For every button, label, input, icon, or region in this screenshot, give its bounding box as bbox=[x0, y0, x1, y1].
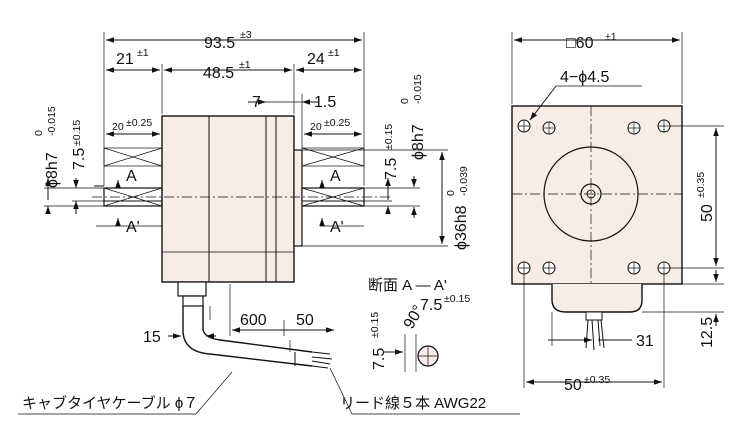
rear-shaft-label: 24 bbox=[307, 51, 325, 68]
section-flat: 7.5 bbox=[420, 297, 442, 314]
section-title: 断面 A ― A' bbox=[368, 277, 447, 294]
section-height: 7.5 bbox=[371, 348, 388, 370]
cable-position: 31 bbox=[636, 333, 654, 350]
square-size: □60 bbox=[566, 35, 594, 52]
body-length-tol: ±1 bbox=[239, 59, 251, 71]
shaft-diameter-right-tol-bottom: -0.015 bbox=[412, 74, 424, 104]
flat-length-right-label: 20 bbox=[310, 121, 322, 133]
side-view: 93.5 ±3 21 ±1 48.5 ±1 24 ±1 7 1.5 20 ±0.… bbox=[18, 29, 520, 415]
flat-depth-left: 7.5 bbox=[71, 148, 88, 170]
motor-body bbox=[161, 115, 303, 283]
boss bbox=[551, 284, 643, 313]
section-flat-tol: ±0.15 bbox=[444, 293, 470, 305]
overall-length-tol: ±3 bbox=[240, 29, 252, 41]
flat-depth-right: 7.5 bbox=[383, 158, 400, 180]
square-size-tol: ±1 bbox=[605, 31, 617, 43]
lead-note: リード線５本 AWG22 bbox=[340, 395, 486, 412]
front-shaft-tol: ±1 bbox=[137, 47, 149, 59]
boss-height: 12.5 bbox=[699, 317, 716, 348]
hole-pitch-horizontal: 50 bbox=[564, 377, 582, 394]
flat-depth-left-tol: ±0.15 bbox=[71, 120, 83, 146]
overall-length-label: 93.5 bbox=[204, 35, 235, 52]
gap-a-label: 7 bbox=[252, 94, 261, 111]
cable-offset: 15 bbox=[143, 329, 161, 346]
rear-shaft-tol: ±1 bbox=[328, 47, 340, 59]
front-view: □60 ±1 4−ϕ4.5 50 ±0.35 12.5 31 50 ±0.35 bbox=[511, 31, 724, 394]
section-height-tol: ±0.15 bbox=[369, 312, 381, 338]
flat-depth-right-tol: ±0.15 bbox=[383, 124, 395, 150]
top-dimension-lines bbox=[103, 32, 365, 186]
cable-note: キャブタイヤケーブル ϕ７ bbox=[22, 394, 198, 412]
section-a-left: A bbox=[126, 168, 137, 185]
hole-pitch-vertical: 50 bbox=[699, 204, 716, 222]
section-a-prime-right: A' bbox=[330, 219, 344, 236]
section-view: 断面 A ― A' 7.5 ±0.15 90° 7.5 ±0.15 bbox=[368, 277, 470, 372]
shaft-diameter-left-tol-top: 0 bbox=[33, 130, 45, 136]
pilot-diameter-tol-top: 0 bbox=[445, 190, 457, 196]
pilot-diameter-tol-bottom: -0.039 bbox=[458, 166, 470, 196]
shaft-diameter-left: ϕ8h7 bbox=[44, 152, 61, 188]
front-shaft-label: 21 bbox=[116, 51, 134, 68]
section-a-right: A bbox=[330, 168, 341, 185]
section-a-prime-left: A' bbox=[126, 219, 140, 236]
hole-pitch-vertical-tol: ±0.35 bbox=[695, 172, 707, 198]
flat-length-left-label: 20 bbox=[112, 121, 124, 133]
shaft-diameter-right: ϕ8h7 bbox=[410, 124, 427, 160]
hole-pitch-horizontal-tol: ±0.35 bbox=[584, 374, 610, 386]
flat-length-left-tol: ±0.25 bbox=[126, 117, 152, 129]
flat-length-right-tol: ±0.25 bbox=[324, 117, 350, 129]
mounting-holes bbox=[517, 119, 671, 275]
body-length-label: 48.5 bbox=[203, 65, 234, 82]
pilot-diameter: ϕ36h8 bbox=[453, 205, 470, 250]
gap-b-label: 1.5 bbox=[314, 94, 336, 111]
shaft-diameter-right-tol-top: 0 bbox=[399, 98, 411, 104]
mounting-holes-note: 4−ϕ4.5 bbox=[560, 69, 610, 86]
cable-strip: 50 bbox=[296, 312, 314, 329]
shaft-diameter-left-tol-bottom: -0.015 bbox=[46, 106, 58, 136]
cable-length: 600 bbox=[240, 312, 267, 329]
